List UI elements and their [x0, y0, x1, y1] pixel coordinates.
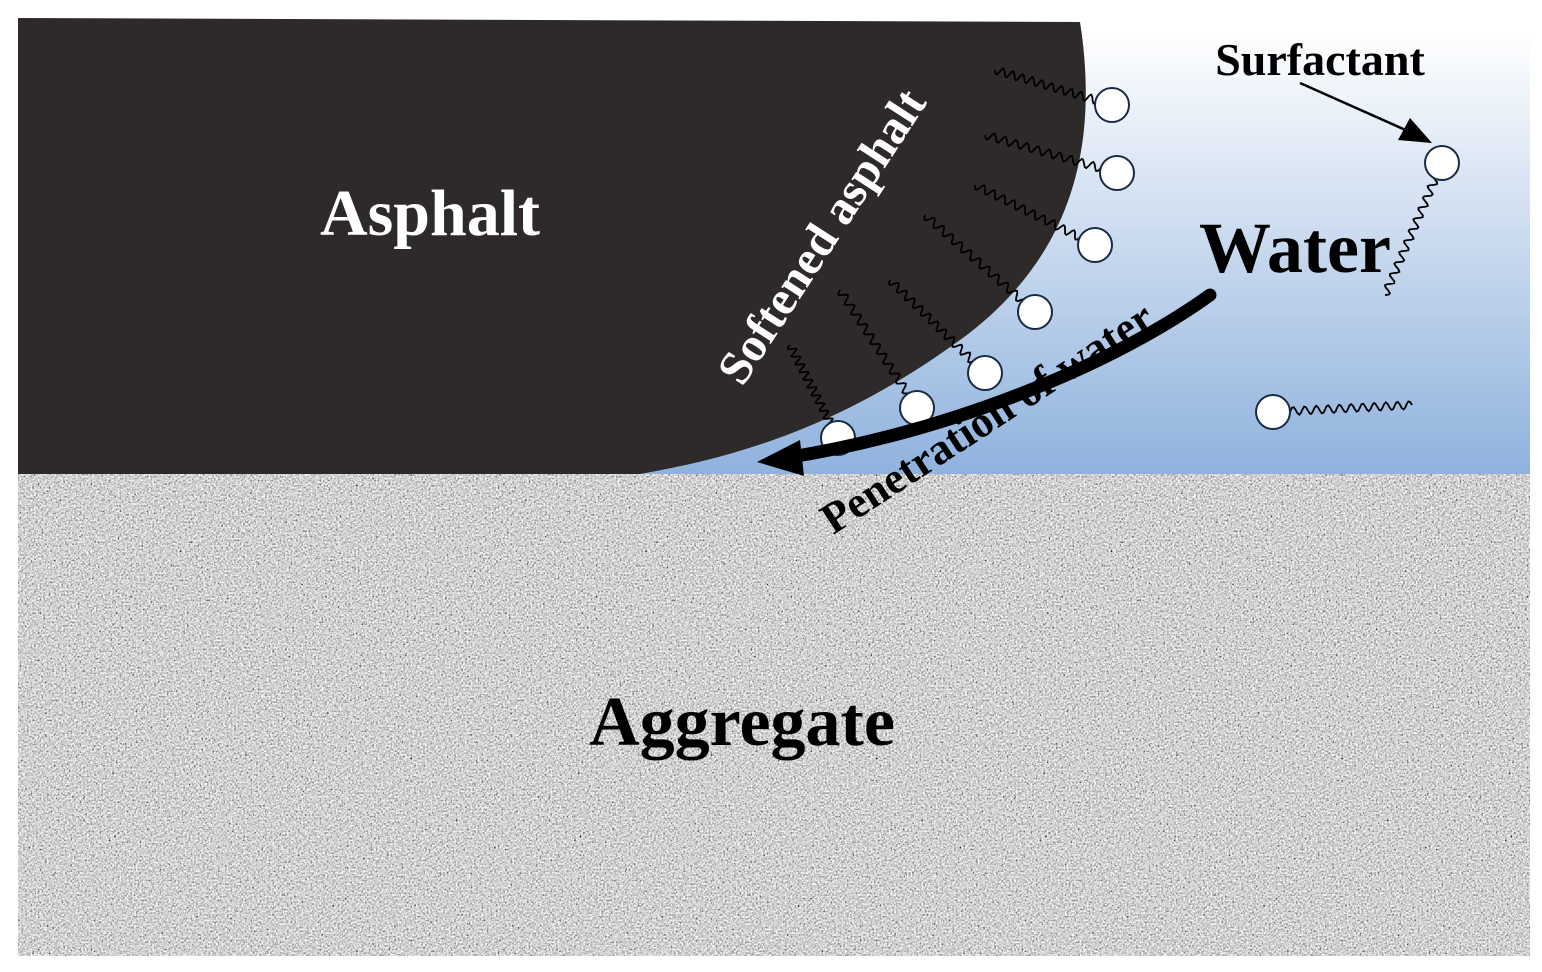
surfactant-tail	[1272, 400, 1413, 417]
surfactant-head	[1099, 155, 1135, 191]
aggregate-region	[18, 474, 1530, 956]
surfactant-head	[1094, 87, 1130, 123]
surfactant-pointer-line	[1299, 81, 1411, 134]
asphalt-label: Asphalt	[320, 177, 540, 250]
surfactant-tail	[923, 214, 1037, 313]
aggregate-label: Aggregate	[589, 684, 895, 761]
surfactant-tail	[994, 67, 1113, 108]
surfactant-tail	[837, 289, 920, 409]
water-label: Water	[1199, 208, 1391, 288]
surfactant-label: Surfactant	[1215, 34, 1425, 85]
surfactant-tail	[887, 279, 988, 374]
penetration-arrow	[778, 288, 1217, 465]
surfactant-head	[1017, 294, 1053, 330]
surfactant-head	[1255, 394, 1291, 430]
asphalt-body	[18, 18, 1086, 474]
surfactant-pointer-head	[1398, 118, 1432, 143]
surfactant-tail	[974, 184, 1096, 246]
surfactant-tail	[984, 132, 1118, 176]
surfactant-tail	[1383, 162, 1444, 296]
surfactant-head	[967, 355, 1003, 391]
surfactant-head	[1424, 145, 1460, 181]
penetration-arrowhead	[757, 440, 804, 476]
surfactant-head	[1077, 227, 1113, 263]
